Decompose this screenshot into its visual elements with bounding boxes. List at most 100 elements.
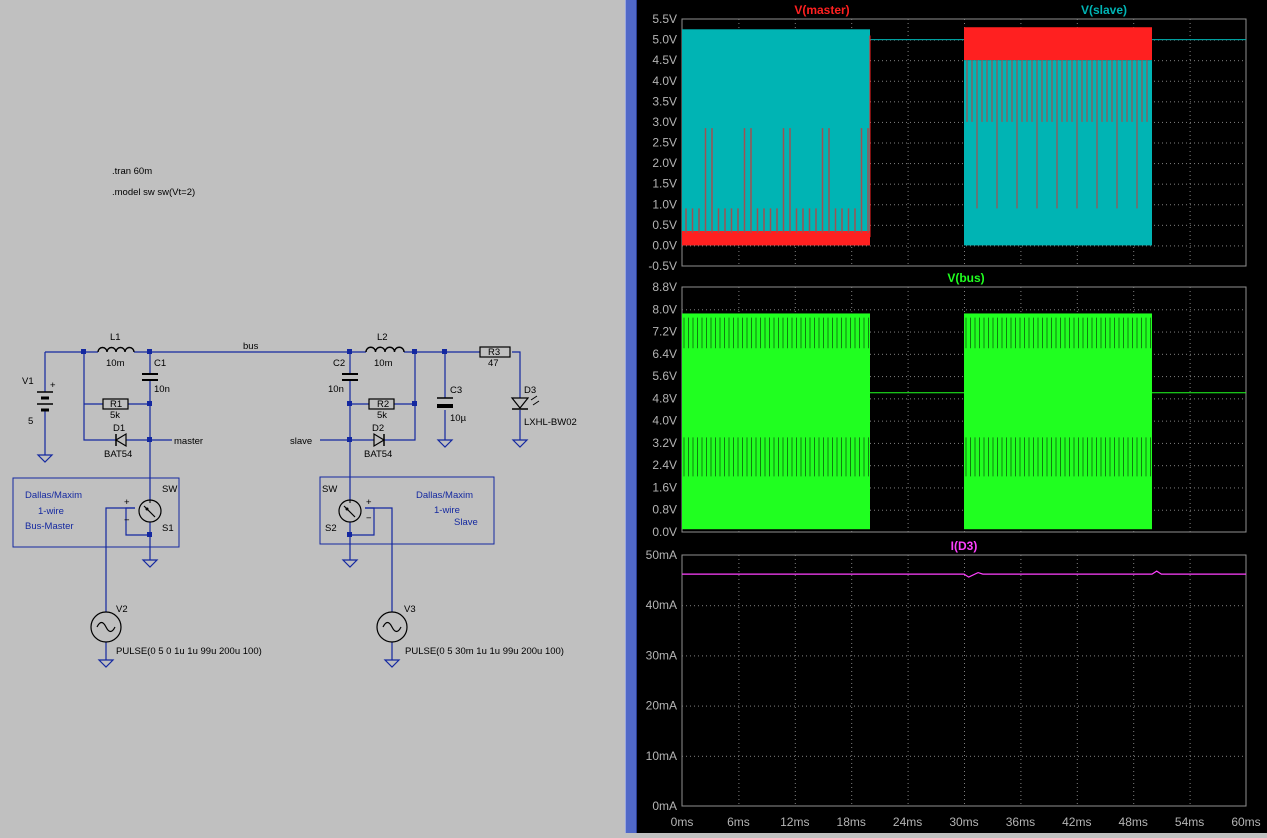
grid-dot-v (908, 331, 909, 332)
inductor-l1[interactable] (98, 348, 134, 353)
grid-dot-h (1194, 398, 1195, 399)
value-r1[interactable]: 5k (110, 410, 120, 421)
grid-dot-h (886, 706, 887, 707)
value-l2[interactable]: 10m (374, 358, 393, 369)
grid-dot-h (882, 225, 883, 226)
label-r2[interactable]: R2 (377, 399, 389, 410)
label-v2[interactable]: V2 (116, 604, 128, 615)
label-r3[interactable]: R3 (488, 347, 500, 358)
grid-dot-h (774, 309, 775, 310)
grid-dot-v (1190, 323, 1191, 324)
grid-dot-h (882, 421, 883, 422)
grid-dot-v (908, 503, 909, 504)
label-d2[interactable]: D2 (372, 423, 384, 434)
grid-dot-h (1058, 245, 1059, 246)
grid-dot-h (962, 245, 963, 246)
directive-tran[interactable]: .tran 60m (112, 166, 152, 177)
value-r3[interactable]: 47 (488, 358, 499, 369)
label-r1[interactable]: R1 (110, 399, 122, 410)
value-c2[interactable]: 10n (328, 384, 344, 395)
label-l1[interactable]: L1 (110, 332, 121, 343)
directive-model[interactable]: .model sw sw(Vt=2) (112, 187, 195, 198)
net-label-master[interactable]: master (174, 436, 203, 447)
grid-dot-h (1210, 605, 1211, 606)
trace-label-v-slave[interactable]: V(slave) (1081, 3, 1127, 17)
grid-dot-h (886, 60, 887, 61)
value-c1[interactable]: 10n (154, 384, 170, 395)
label-d3[interactable]: D3 (524, 385, 536, 396)
grid-dot-h (914, 510, 915, 511)
grid-dot-h (1154, 245, 1155, 246)
label-s1[interactable]: S1 (162, 523, 174, 534)
grid-dot-h (1242, 81, 1243, 82)
net-label-bus[interactable]: bus (243, 341, 259, 352)
source-v2[interactable] (91, 612, 121, 642)
label-sw2[interactable]: SW (322, 484, 337, 495)
trace-label-v-bus[interactable]: V(bus) (947, 271, 984, 285)
led-d3[interactable] (512, 396, 539, 409)
diode-d1[interactable] (116, 434, 126, 446)
pane-voltage-bus[interactable]: 8.8V8.0V7.2V6.4V5.6V4.8V4.0V3.2V2.4V1.6V… (652, 271, 1246, 539)
grid-dot-h (1186, 245, 1187, 246)
label-d1[interactable]: D1 (113, 423, 125, 434)
value-c3[interactable]: 10µ (450, 413, 467, 424)
switch-s2[interactable] (339, 500, 361, 522)
grid-dot-v (738, 259, 739, 260)
diode-d2[interactable] (374, 434, 384, 446)
pane-voltage-master-slave[interactable]: 5.5V5.0V4.5V4.0V3.5V3.0V2.5V2.0V1.5V1.0V… (648, 3, 1246, 273)
waveform-canvas[interactable]: 5.5V5.0V4.5V4.0V3.5V3.0V2.5V2.0V1.5V1.0V… (637, 0, 1267, 833)
label-c3[interactable]: C3 (450, 385, 462, 396)
grid-dot-h (1166, 655, 1167, 656)
value-l1[interactable]: 10m (106, 358, 125, 369)
grid-dot-h (1014, 605, 1015, 606)
value-d2[interactable]: BAT54 (364, 449, 392, 460)
grid-dot-v (908, 595, 909, 596)
value-r2[interactable]: 5k (377, 410, 387, 421)
trace-label-v-master[interactable]: V(master) (794, 3, 849, 17)
value-v3[interactable]: PULSE(0 5 30m 1u 1u 99u 200u 100) (405, 646, 564, 657)
inductor-l2[interactable] (366, 347, 404, 352)
label-l2[interactable]: L2 (377, 332, 388, 343)
grid-dot-v (738, 619, 739, 620)
label-c1[interactable]: C1 (154, 358, 166, 369)
grid-dot-h (718, 605, 719, 606)
capacitor-c2[interactable] (342, 374, 358, 380)
grid-dot-h (1154, 101, 1155, 102)
value-d1[interactable]: BAT54 (104, 449, 132, 460)
label-s2[interactable]: S2 (325, 523, 337, 534)
label-sw1[interactable]: SW (162, 484, 177, 495)
pane-splitter[interactable] (625, 0, 637, 833)
value-d3[interactable]: LXHL-BW02 (524, 417, 577, 428)
value-v1[interactable]: 5 (28, 416, 33, 427)
source-v3[interactable] (377, 612, 407, 642)
grid-dot-h (1106, 605, 1107, 606)
battery-v1[interactable]: + (37, 380, 56, 410)
grid-dot-h (1222, 376, 1223, 377)
capacitor-c1[interactable] (142, 374, 158, 380)
schematic-canvas[interactable]: .tran 60m .model sw sw(Vt=2) + (0, 0, 625, 833)
value-v2[interactable]: PULSE(0 5 0 1u 1u 99u 200u 100) (116, 646, 262, 657)
grid-dot-h (1054, 706, 1055, 707)
grid-dot-h (1150, 245, 1151, 246)
capacitor-c3[interactable] (437, 398, 453, 408)
grid-dot-h (1106, 309, 1107, 310)
schematic-editor[interactable]: .tran 60m .model sw sw(Vt=2) + (0, 0, 625, 833)
grid-dot-v (1190, 351, 1191, 352)
grid-dot-h (934, 655, 935, 656)
grid-dot-v (738, 723, 739, 724)
grid-dot-v (795, 563, 796, 564)
grid-dot-h (718, 655, 719, 656)
grid-dot-v (1020, 259, 1021, 260)
label-c2[interactable]: C2 (333, 358, 345, 369)
label-v3[interactable]: V3 (404, 604, 416, 615)
grid-dot-h (782, 605, 783, 606)
grid-dot-h (838, 605, 839, 606)
net-label-slave[interactable]: slave (290, 436, 312, 447)
grid-dot-h (918, 421, 919, 422)
switch-s1[interactable] (139, 500, 161, 522)
label-v1[interactable]: V1 (22, 376, 34, 387)
y-tick-label: 2.0V (652, 156, 677, 170)
grid-dot-h (922, 421, 923, 422)
